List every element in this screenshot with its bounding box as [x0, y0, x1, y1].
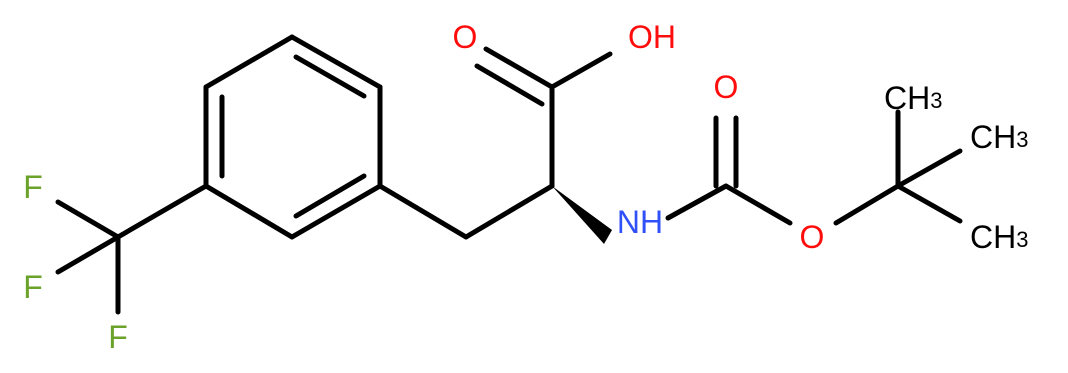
hydroxyl-group: OH — [628, 19, 676, 55]
bond-c-f1 — [55, 199, 121, 240]
bond-ring-ch2 — [377, 183, 469, 240]
methyl-group-1: CH3 — [884, 80, 942, 116]
bond-ch2-alpha — [463, 183, 555, 240]
fluorine-atom-2: F — [23, 269, 43, 305]
bond-o-tbutyl — [833, 183, 901, 226]
oxygen-ester: O — [800, 219, 825, 255]
ring-bond — [289, 34, 383, 90]
trifluoromethyl-group: F F F — [23, 169, 209, 355]
ring-bond — [203, 34, 295, 90]
bond-c-oh — [549, 51, 613, 90]
fluorine-atom-3: F — [108, 319, 128, 355]
ring-bond — [203, 183, 295, 240]
ring-bond — [289, 183, 383, 240]
boc-group: NH O O CH3 CH3 CH3 — [617, 69, 1029, 255]
oxygen-carbonyl-boc: O — [714, 69, 739, 105]
fluorine-atom-1: F — [23, 169, 43, 205]
bond-tbutyl-ch3-2 — [895, 148, 963, 189]
bond-tbutyl-ch3-3 — [895, 183, 963, 224]
bond-carbonyl-acid-second — [474, 63, 545, 107]
stereo-wedge-bond — [552, 186, 612, 244]
oxygen-carbonyl-acid: O — [453, 19, 478, 55]
side-chain: O OH — [377, 19, 676, 244]
amine-nh: NH — [617, 204, 663, 240]
bond-carbonyl-acid — [483, 46, 555, 90]
methyl-group-3: CH3 — [970, 219, 1028, 255]
bond-c-f2 — [55, 234, 121, 275]
benzene-ring — [203, 34, 383, 240]
ring-inner-double-bond — [293, 54, 367, 99]
bond-n-carbonyl — [665, 183, 729, 221]
methyl-group-2: CH3 — [970, 119, 1028, 155]
ring-inner-double-bond — [293, 173, 367, 219]
bond-ring-cf3 — [115, 183, 209, 240]
bond-c-o-ester — [723, 183, 793, 226]
